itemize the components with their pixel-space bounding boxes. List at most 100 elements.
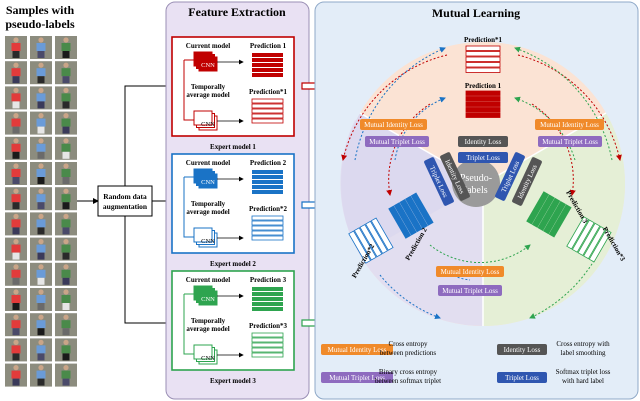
prediction-bar [252, 287, 283, 291]
sample-person-head [38, 188, 44, 194]
sample-person-bottom [12, 202, 20, 210]
legend-tag-box [321, 344, 393, 355]
ml-prediction-label: Prediction 1 [465, 82, 502, 90]
prediction-bar [252, 180, 283, 184]
prediction-label: Prediction 1 [250, 42, 287, 50]
sample-person-head [38, 239, 44, 245]
sample-person-head [38, 138, 44, 144]
sample-person-head [13, 339, 19, 345]
prediction-bar [252, 185, 283, 189]
sample-person-top [36, 295, 46, 303]
sample-person-head [38, 213, 44, 219]
sample-person-head [13, 113, 19, 119]
prediction-avg-bar [251, 113, 284, 119]
sample-person-head [63, 289, 69, 295]
sample-person-top [36, 143, 46, 152]
prediction-avg-bar [251, 225, 284, 231]
prediction-avg-label: Prediction*1 [249, 88, 287, 96]
sample-person-top [61, 118, 71, 127]
rotated-prediction [566, 216, 612, 263]
loss-tag-text: Mutual Identity Loss [540, 121, 599, 129]
legend-tag-text: Mutual Identity Loss [328, 346, 387, 354]
sample-person-top [36, 244, 46, 253]
cnn-label: CNN [201, 296, 215, 303]
sample-person-head [63, 62, 69, 68]
sample-person-bottom [37, 76, 45, 84]
sample-person-top [36, 345, 46, 354]
ml-prediction-bar [465, 56, 501, 62]
sample-person-bottom [37, 126, 45, 134]
sample-person-head [63, 163, 69, 169]
sample-person-bottom [62, 126, 70, 134]
temporal-model-label-1: Temporally [191, 200, 226, 208]
loss-tag-box [512, 157, 542, 206]
sample-person-bottom [12, 51, 20, 58]
sample-person-head [63, 339, 69, 345]
current-model-label: Current model [186, 159, 230, 167]
ml-prediction-label: Prediction*1 [464, 36, 502, 44]
sample-person-head [63, 113, 69, 119]
prediction-avg-bar [251, 220, 284, 226]
loss-tag-box [458, 152, 508, 163]
ml-prediction-bar [365, 220, 388, 255]
ml-prediction-bar [465, 101, 501, 107]
sample-person-head [63, 87, 69, 93]
sample-person-bottom [37, 277, 45, 285]
cnn-layer [193, 227, 213, 243]
sample-person-bottom [62, 378, 70, 386]
legend-desc-line2: with hard label [562, 377, 604, 385]
rotated-prediction [348, 217, 394, 264]
cnn-label: CNN [201, 238, 215, 245]
sample-person-head [13, 213, 19, 219]
feature-extraction-title: Feature Extraction [188, 5, 286, 19]
sample-person-bottom [37, 328, 45, 336]
ml-prediction-bar [465, 112, 501, 118]
sample-person-top [11, 244, 21, 253]
prediction-bar [252, 73, 283, 77]
sample-person-bottom [37, 51, 45, 58]
expert-model-name: Expert model 2 [210, 260, 256, 268]
ml-prediction-bar [465, 45, 501, 51]
legend-tag-text: Mutual Triplet Loss [329, 374, 385, 382]
sample-person-bottom [12, 378, 20, 386]
prediction-bar [252, 53, 283, 57]
sample-person-head [38, 163, 44, 169]
sample-person-top [11, 370, 21, 379]
temporal-model-label-2: average model [186, 325, 229, 333]
ml-prediction-bar [465, 107, 501, 113]
loss-tag: Mutual Triplet Loss [438, 285, 502, 296]
loss-tag: Mutual Identity Loss [360, 119, 427, 130]
sample-person-top [36, 194, 46, 203]
pseudo-labels-line1: Pseudo- [460, 173, 492, 184]
prediction-avg-bar [251, 118, 284, 124]
temporal-model-label-2: average model [186, 91, 229, 99]
ml-prediction-bar [531, 194, 555, 228]
prediction-bar [252, 297, 283, 301]
prediction-avg-bar [251, 98, 284, 104]
sample-person-bottom [62, 277, 70, 285]
loss-tag-box [535, 119, 604, 130]
ml-prediction-bar [465, 62, 501, 68]
prediction-bar [252, 190, 283, 194]
ml-prediction-bar [465, 90, 501, 96]
rotated-prediction [388, 192, 434, 239]
temporal-model-label-1: Temporally [191, 83, 226, 91]
loss-tag-text: Mutual Identity Loss [441, 268, 500, 276]
sample-person-top [36, 169, 46, 177]
sample-person-bottom [12, 227, 20, 235]
loss-tag-box [538, 136, 602, 147]
sample-person-top [61, 169, 71, 177]
sample-person-top [11, 194, 21, 203]
legend-tag-box [321, 372, 393, 383]
sample-person-top [11, 295, 21, 303]
sample-person-top [11, 345, 21, 354]
loss-tag-text: Identity Loss [465, 138, 502, 146]
sample-person-bottom [12, 303, 20, 310]
prediction-avg-bar [251, 108, 284, 114]
cnn-label: CNN [201, 62, 215, 69]
ml-prediction-bar [537, 197, 561, 232]
prediction-label: Prediction 3 [250, 276, 287, 284]
cnn-layer [193, 110, 213, 126]
rotated-prediction [526, 191, 572, 238]
loss-tag: Mutual Triplet Loss [538, 136, 602, 147]
